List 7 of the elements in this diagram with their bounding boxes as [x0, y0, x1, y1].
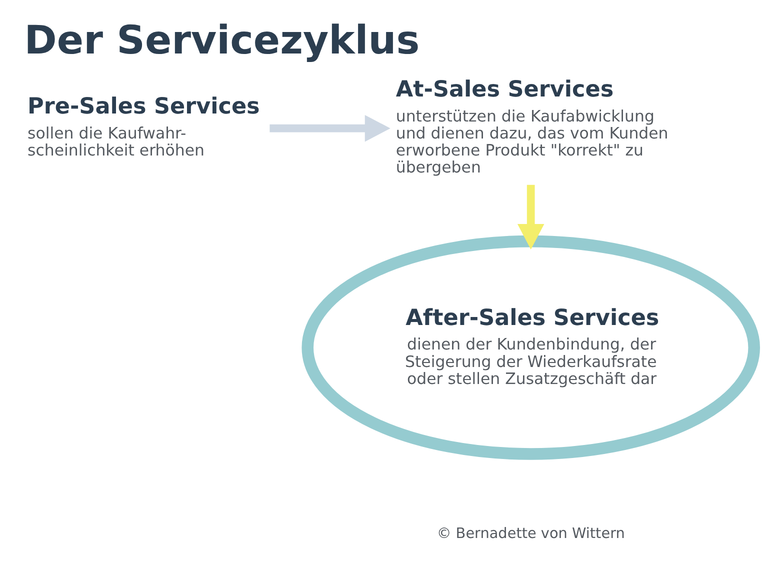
diagram-title: Der Servicezyklus	[24, 18, 420, 64]
arrow	[270, 114, 390, 142]
label: © Bernadette von Wittern	[436, 526, 625, 542]
node-text: At-Sales Services unterstützen die Kaufabwicklung und dienen dazu, das vom Kunden erworbene Produkt "korrekt" zu übergeben	[396, 76, 668, 176]
node-ellipse: After-Sales Services dienen der Kundenbindung, der Steigerung der Wiederkaufsrate oder stellen Zusatzgeschäft dar	[302, 235, 760, 460]
arrow	[517, 184, 544, 250]
node-text: Pre-Sales Services sollen die Kaufwahr- scheinlichkeit erhöhen	[28, 93, 260, 160]
